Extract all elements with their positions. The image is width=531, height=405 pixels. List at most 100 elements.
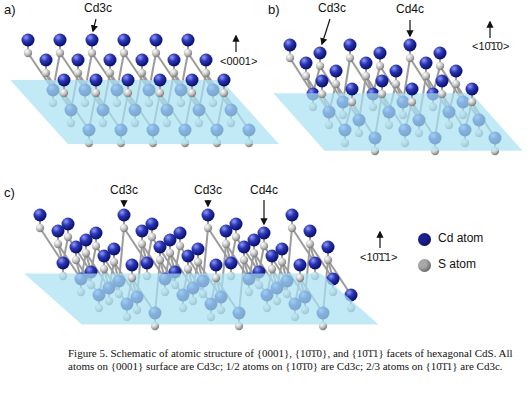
- site-label: Cd3c: [84, 2, 112, 16]
- cd-atom: [322, 241, 335, 254]
- s-atom: [362, 72, 370, 80]
- cd-atom: [86, 34, 99, 47]
- leader-arrow: [263, 200, 264, 224]
- facet-plane: [273, 93, 522, 151]
- s-atom: [92, 89, 100, 97]
- s-atom: [436, 62, 444, 70]
- s-atom: [212, 274, 220, 282]
- s-atom: [56, 49, 64, 57]
- s-atom: [176, 242, 184, 250]
- s-atom: [348, 98, 356, 106]
- s-atom: [268, 265, 276, 273]
- cd-atom: [344, 39, 357, 52]
- direction-label: <0001>: [220, 55, 257, 68]
- cd-atom: [316, 75, 329, 88]
- s-atom: [60, 89, 68, 97]
- s-atom: [152, 49, 160, 57]
- cd-atom: [186, 74, 199, 87]
- cd-atom: [218, 74, 231, 87]
- cd-atom: [309, 257, 322, 270]
- cd-atom: [52, 225, 65, 238]
- s-atom: [260, 242, 268, 250]
- s-atom: [222, 240, 230, 248]
- s-atom: [324, 256, 332, 264]
- s-atom: [204, 224, 212, 232]
- cd-atom: [104, 54, 117, 67]
- s-atom: [156, 256, 164, 264]
- s-atom: [184, 265, 192, 273]
- s-atom: [64, 233, 72, 241]
- s-atom: [278, 258, 286, 266]
- cd-atom: [57, 257, 70, 270]
- leader-arrow: [322, 19, 330, 44]
- cd-atom: [202, 209, 215, 222]
- s-atom: [166, 249, 174, 257]
- cd-atom: [266, 250, 279, 263]
- s-atom: [124, 89, 132, 97]
- s-atom: [232, 233, 240, 241]
- s-atom: [82, 249, 90, 257]
- cd-atom: [40, 54, 53, 67]
- leader-arrow: [123, 200, 124, 206]
- s-atom: [202, 69, 210, 77]
- cd-atom: [182, 34, 195, 47]
- s-atom: [376, 62, 384, 70]
- s-atom: [138, 240, 146, 248]
- s-atom: [156, 89, 164, 97]
- leader-arrow: [489, 22, 490, 38]
- s-atom: [306, 240, 314, 248]
- lattice: [10, 34, 279, 148]
- cd-atom: [434, 47, 447, 60]
- s-atom: [468, 98, 476, 106]
- s-atom: [24, 49, 32, 57]
- legend-swatch: [418, 259, 431, 272]
- s-atom: [302, 72, 310, 80]
- leader-arrow: [379, 232, 380, 248]
- site-label: Cd4c: [396, 3, 424, 17]
- cd-atom: [404, 39, 417, 52]
- s-atom: [148, 233, 156, 241]
- cd-atom: [58, 74, 71, 87]
- cd-atom: [154, 74, 167, 87]
- facet-plane: [24, 273, 378, 324]
- cd-atom: [182, 250, 195, 263]
- cd-atom: [376, 75, 389, 88]
- s-atom: [184, 49, 192, 57]
- cd-atom: [436, 75, 449, 88]
- s-atom: [120, 49, 128, 57]
- s-atom: [288, 224, 296, 232]
- s-atom: [42, 69, 50, 77]
- cd-atom: [374, 47, 387, 60]
- panel-letter: b): [268, 3, 280, 18]
- cd-atom: [118, 34, 131, 47]
- cd-atom: [136, 225, 149, 238]
- s-atom: [138, 69, 146, 77]
- legend-text: Cd atom: [438, 232, 483, 246]
- cd-atom: [210, 259, 223, 272]
- cd-atom: [406, 83, 419, 96]
- cd-atom: [136, 54, 149, 67]
- s-atom: [88, 49, 96, 57]
- s-atom: [170, 69, 178, 77]
- cd-atom: [330, 65, 343, 78]
- legend-text: S atom: [438, 258, 476, 272]
- cd-atom: [300, 57, 313, 70]
- site-label: Cd3c: [194, 184, 222, 198]
- leader-arrow: [93, 19, 96, 31]
- cd-atom: [466, 83, 479, 96]
- figure-caption: Figure 5. Schematic of atomic structure …: [68, 347, 524, 373]
- cd-atom: [54, 34, 67, 47]
- leader-arrow: [235, 36, 236, 52]
- s-atom: [120, 224, 128, 232]
- facet-plane: [10, 80, 279, 144]
- cd-atom: [200, 54, 213, 67]
- s-atom: [240, 256, 248, 264]
- cd-atom: [141, 257, 154, 270]
- cd-atom: [118, 209, 131, 222]
- s-atom: [188, 89, 196, 97]
- cd-atom: [72, 54, 85, 67]
- s-atom: [318, 90, 326, 98]
- cd-atom: [346, 83, 359, 96]
